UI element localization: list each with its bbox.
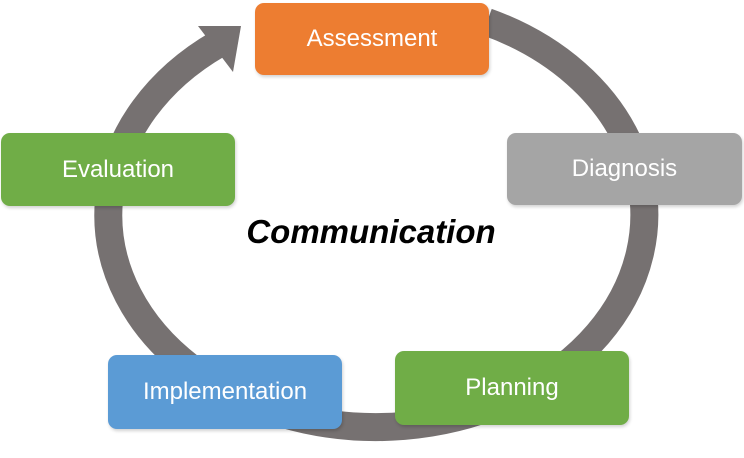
step-label: Implementation <box>142 378 308 405</box>
step-implementation: Implementation <box>108 355 342 429</box>
step-label: Evaluation <box>61 155 175 183</box>
step-evaluation: Evaluation <box>1 133 235 206</box>
step-assessment: Assessment <box>255 3 489 75</box>
step-planning: Planning <box>395 351 629 425</box>
cycle-arrowhead <box>198 26 241 72</box>
step-diagnosis: Diagnosis <box>507 133 742 205</box>
step-label: Assessment <box>306 25 438 52</box>
center-label: Communication <box>246 213 496 250</box>
step-label: Planning <box>465 374 559 401</box>
step-label: Diagnosis <box>571 155 678 182</box>
